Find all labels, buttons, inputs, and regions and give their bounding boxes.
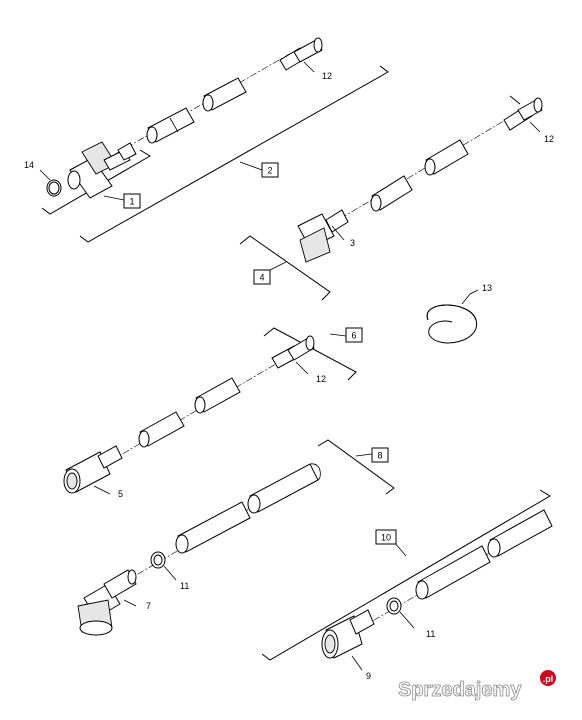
callout-label-7: 7 <box>146 601 151 611</box>
callout-label-9: 9 <box>366 671 371 681</box>
watermark-suffix: .pl <box>543 674 554 684</box>
clamp-11-right <box>386 597 415 629</box>
watermark-text: Sprzedajemy <box>398 679 522 701</box>
tube-segment-6b <box>138 411 185 448</box>
quick-connector-1 <box>67 141 137 199</box>
callout-box-8: 8 <box>371 447 389 463</box>
clamp-11-left <box>150 551 177 581</box>
callout-label-14: 14 <box>24 160 34 170</box>
callout-label-12-top: 12 <box>322 71 332 81</box>
watermark: Sprzedajemy .pl <box>398 670 556 701</box>
hose-loop-13 <box>426 289 479 344</box>
watermark-badge-icon <box>540 670 556 686</box>
callout-label-12-middle: 12 <box>316 374 326 384</box>
callout-label-10: 10 <box>381 533 391 543</box>
callout-box-1: 1 <box>123 193 141 209</box>
callout-label-8: 8 <box>377 451 382 461</box>
assembly-group-2 <box>39 37 389 243</box>
elbow-connector-7 <box>77 569 137 636</box>
callout-box-4: 4 <box>253 269 271 285</box>
connector-9 <box>321 609 375 671</box>
assembly-group-8 <box>77 439 395 636</box>
tube-segment-2b <box>202 77 247 112</box>
assembly-group-4 <box>239 95 543 301</box>
callout-label-13: 13 <box>482 283 492 293</box>
callout-label-1: 1 <box>129 197 134 207</box>
tube-segment-4a <box>424 139 469 176</box>
callout-label-11-left: 11 <box>180 581 189 591</box>
tube-segment-8a <box>247 463 321 514</box>
fitting-12-middle <box>271 335 315 375</box>
callout-label-5: 5 <box>118 489 123 499</box>
callout-label-2: 2 <box>267 166 272 176</box>
callout-label-4: 4 <box>259 273 264 283</box>
callout-box-2: 2 <box>261 162 279 178</box>
fitting-12-right <box>503 97 543 133</box>
tube-segment-10b <box>415 545 491 600</box>
quick-connector-3 <box>297 209 349 263</box>
tube-segment-2a <box>146 107 195 144</box>
callout-label-12-right: 12 <box>544 134 554 144</box>
callout-box-6: 6 <box>345 327 363 343</box>
tube-segment-10a <box>487 509 553 558</box>
fitting-12-top <box>279 37 323 73</box>
callout-label-3: 3 <box>350 238 355 248</box>
callout-label-11-right: 11 <box>426 629 435 639</box>
assembly-group-10 <box>261 489 553 671</box>
connector-5 <box>63 445 123 495</box>
callout-box-10: 10 <box>375 529 397 545</box>
tube-segment-6a <box>194 377 241 414</box>
callout-label-6: 6 <box>351 331 356 341</box>
tube-segment-4b <box>370 175 413 212</box>
assembly-group-6 <box>63 327 357 495</box>
tube-segment-8b <box>175 501 251 554</box>
